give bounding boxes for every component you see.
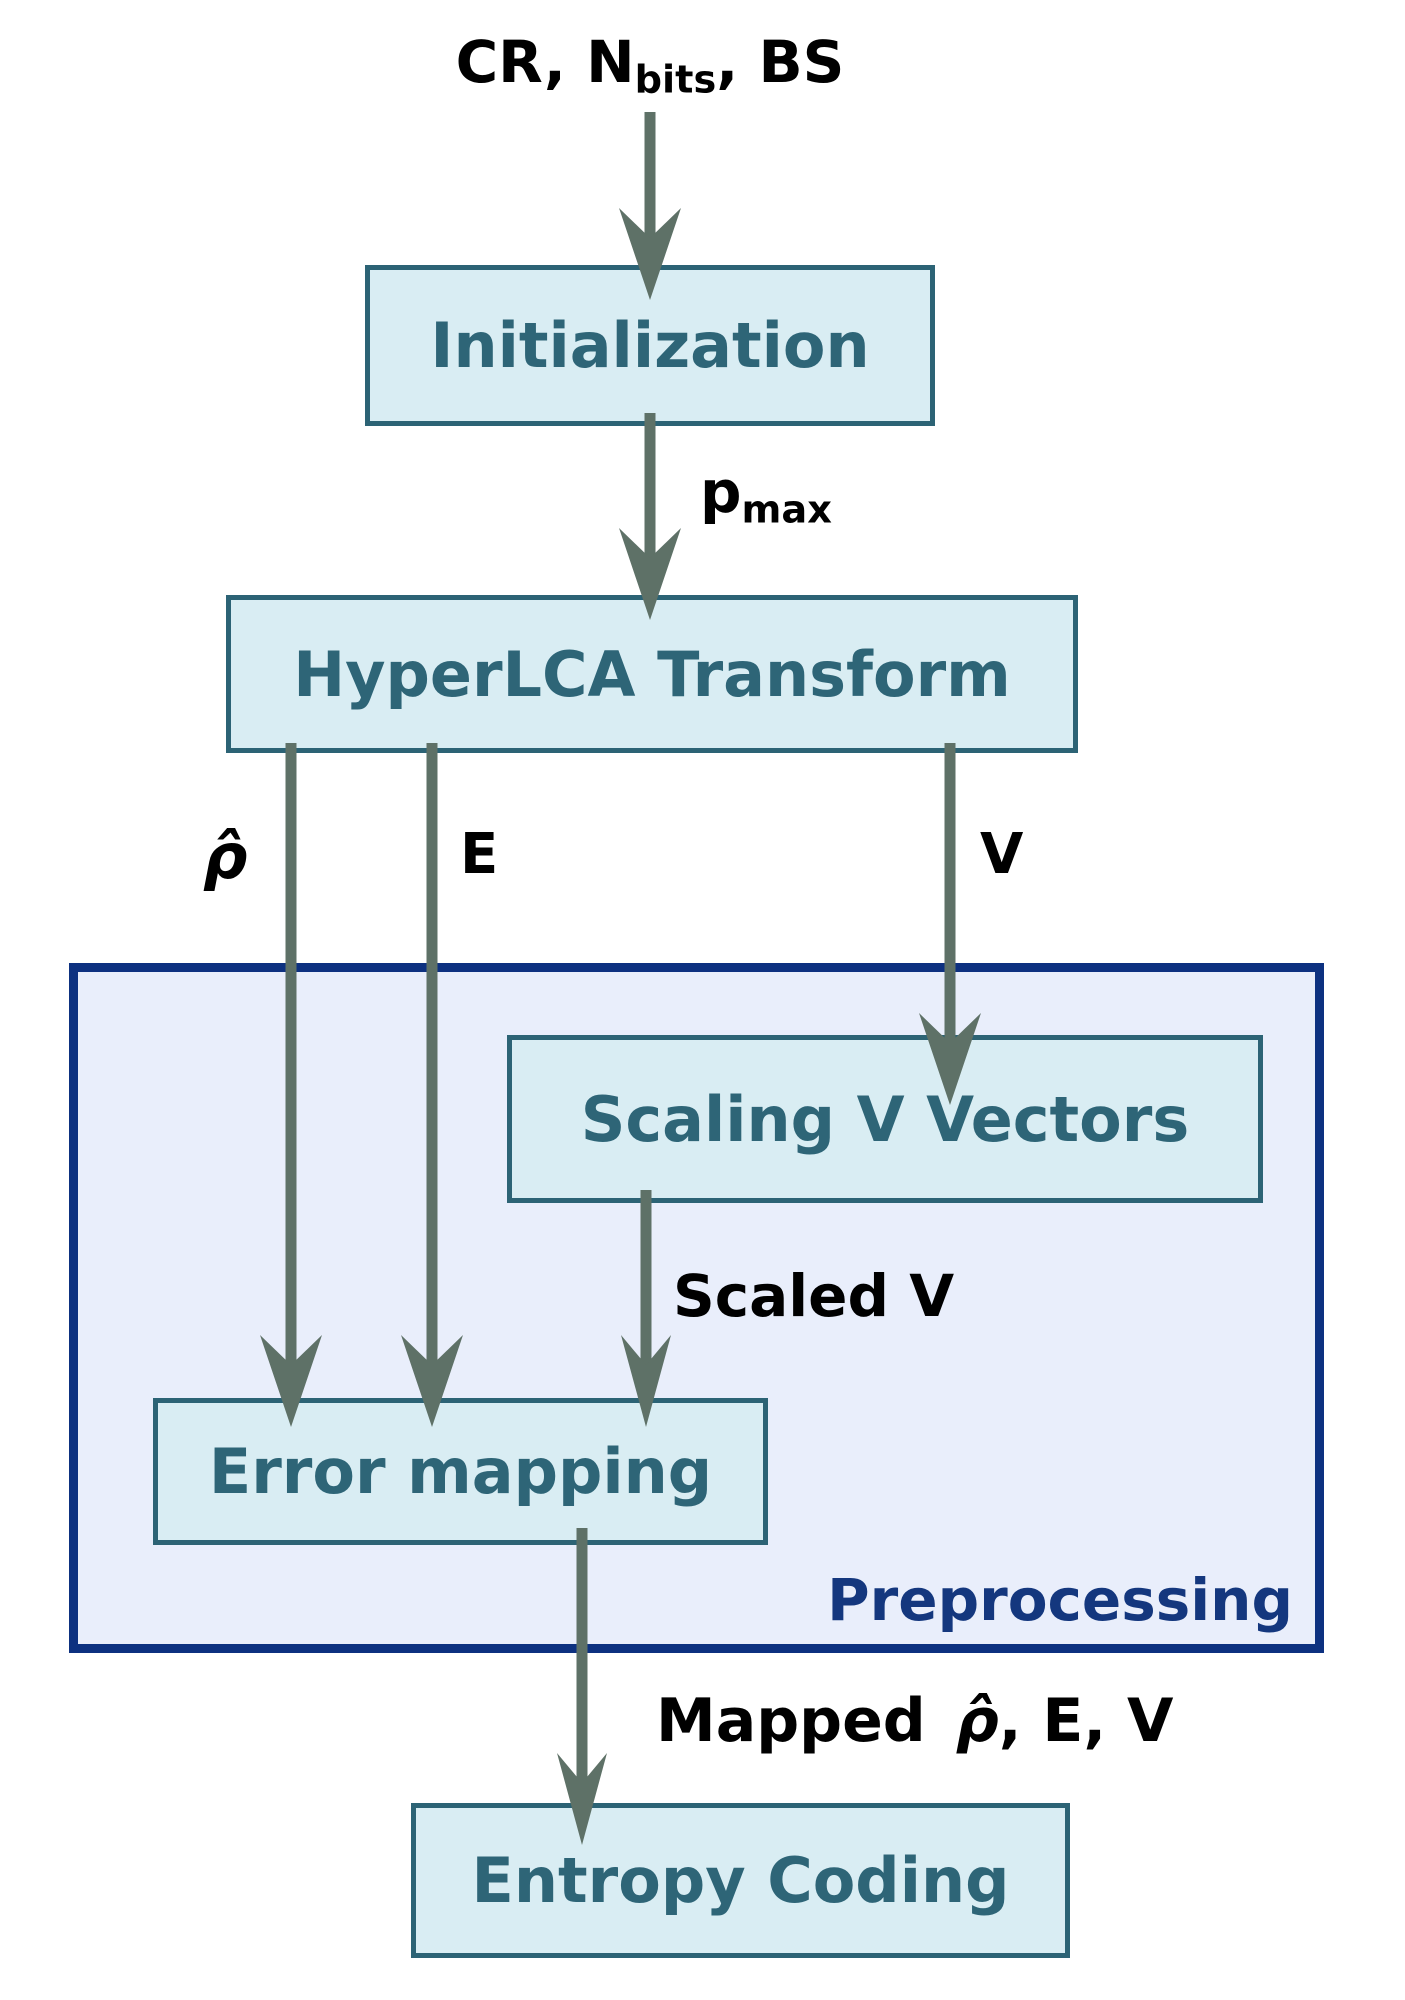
pmax-sub: max <box>741 487 832 533</box>
node-error-mapping-label: Error mapping <box>208 1435 713 1508</box>
input-params-post: , BS <box>716 28 845 96</box>
node-entropy-coding: Entropy Coding <box>411 1803 1070 1958</box>
preprocessing-label: Preprocessing <box>827 1566 1293 1634</box>
mapped-rho: ρ̂ <box>955 1686 999 1756</box>
rho-hat-label: ρ̂ <box>203 820 248 893</box>
node-hyperlca-transform: HyperLCA Transform <box>226 595 1078 753</box>
arrow-initialization-to-hyperlca <box>619 413 681 620</box>
pmax-label: pmax <box>700 458 832 533</box>
input-params-label: CR, Nbits, BS <box>456 28 845 103</box>
input-params-pre: CR, N <box>455 28 635 96</box>
node-initialization: Initialization <box>365 265 935 426</box>
node-scaling-v-vectors-label: Scaling V Vectors <box>580 1082 1190 1156</box>
node-scaling-v-vectors: Scaling V Vectors <box>507 1035 1263 1203</box>
pmax-base: p <box>700 458 742 526</box>
v-label: V <box>980 822 1024 887</box>
e-label: E <box>460 822 499 887</box>
node-entropy-coding-label: Entropy Coding <box>471 1844 1010 1917</box>
input-params-sub: bits <box>634 57 717 103</box>
mapped-pre: Mapped <box>656 1686 926 1756</box>
mapped-label: Mapped ρ̂, E, V <box>656 1686 1174 1756</box>
node-hyperlca-transform-label: HyperLCA Transform <box>293 637 1011 711</box>
scaled-v-label: Scaled V <box>673 1262 955 1330</box>
node-error-mapping: Error mapping <box>153 1398 768 1545</box>
mapped-post: , E, V <box>998 1686 1174 1756</box>
node-initialization-label: Initialization <box>430 309 870 382</box>
